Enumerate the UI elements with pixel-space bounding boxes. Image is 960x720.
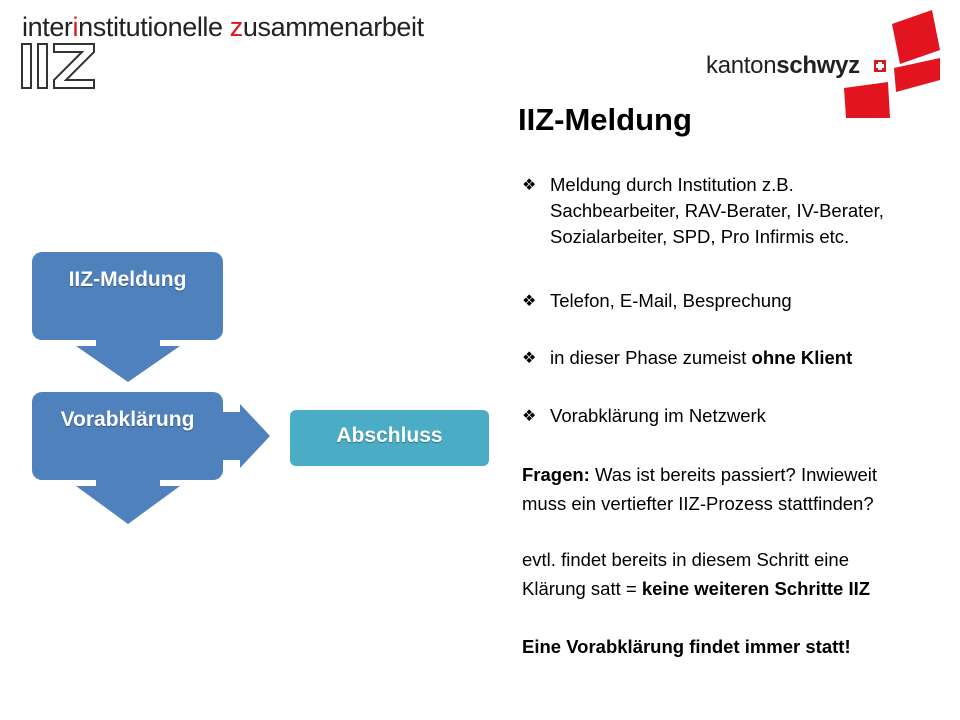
arrow-right	[218, 404, 270, 468]
paragraph-line: Klärung satt = keine weiteren Schritte I…	[522, 574, 952, 603]
bullet-line: in dieser Phase zumeist ohne Klient	[522, 345, 852, 371]
brand-accent-i: i	[72, 12, 79, 42]
brand-part: usammenarbeit	[242, 12, 424, 42]
diamond-bullet-icon: ❖	[522, 293, 537, 310]
flow-box-label: Abschluss	[336, 424, 443, 447]
flow-box-vorabklaerung: Vorabklärung	[32, 392, 223, 480]
bullet-line: Sachbearbeiter, RAV-Berater, IV-Berater,	[550, 200, 884, 221]
diamond-bullet-icon: ❖	[522, 350, 537, 367]
bullet-line: Vorabklärung im Netzwerk	[550, 405, 766, 426]
brand-line: interinstitutionelle zusammenarbeit	[22, 12, 424, 43]
flow-box-iiz-meldung: IIZ-Meldung	[32, 252, 223, 340]
schwyz-logo-icon	[844, 10, 940, 118]
arrow-down-2	[76, 476, 180, 524]
paragraph-evtl: evtl. findet bereits in diesem Schritt e…	[522, 545, 952, 603]
bullet-text: in dieser Phase zumeist	[550, 347, 752, 368]
kanton-logo-text: kantonschwyz	[706, 52, 860, 80]
brand-part: nstitutionelle	[78, 12, 230, 42]
flow-box-label: Vorabklärung	[60, 408, 195, 431]
paragraph-fragen: Fragen: Was ist bereits passiert? Inwiew…	[522, 460, 952, 518]
paragraph-emphasis: keine weiteren Schritte IIZ	[641, 578, 871, 599]
brand-part: inter	[22, 12, 73, 42]
fragen-label: Fragen:	[522, 464, 590, 485]
bullet-item-meldung: ❖ Meldung durch Institution z.B. Sachbea…	[522, 172, 884, 250]
paragraph-line: muss ein vertiefter IIZ-Prozess stattfin…	[522, 493, 874, 514]
kanton-bold: schwyz	[776, 52, 860, 79]
bullet-emphasis: ohne Klient	[751, 347, 853, 368]
slide-title: IIZ-Meldung	[518, 102, 692, 137]
paragraph-text: Was ist bereits passiert? Inwieweit	[589, 464, 878, 485]
diamond-bullet-icon: ❖	[522, 177, 537, 194]
bullet-line: Telefon, E-Mail, Besprechung	[550, 290, 792, 311]
bullet-line: Meldung durch Institution z.B.	[550, 174, 794, 195]
bullet-line: Sozialarbeiter, SPD, Pro Infirmis etc.	[550, 226, 850, 247]
flow-box-abschluss: Abschluss	[290, 410, 489, 466]
bullet-item-phase: ❖ in dieser Phase zumeist ohne Klient	[522, 345, 852, 371]
diamond-bullet-icon: ❖	[522, 408, 537, 425]
paragraph-line: Fragen: Was ist bereits passiert? Inwiew…	[522, 460, 952, 489]
brand-accent-z: z	[229, 12, 244, 42]
bullet-item-netzwerk: ❖ Vorabklärung im Netzwerk	[522, 403, 766, 429]
arrow-down-1	[76, 336, 180, 382]
paragraph-text: Klärung satt =	[522, 578, 642, 599]
kanton-regular: kanton	[706, 52, 777, 79]
paragraph-line: evtl. findet bereits in diesem Schritt e…	[522, 549, 849, 570]
bullet-item-kontakt: ❖ Telefon, E-Mail, Besprechung	[522, 288, 792, 314]
flow-box-label: IIZ-Meldung	[68, 268, 187, 291]
iiz-logo-icon	[21, 43, 95, 89]
closing-statement: Eine Vorabklärung findet immer statt!	[522, 636, 851, 657]
